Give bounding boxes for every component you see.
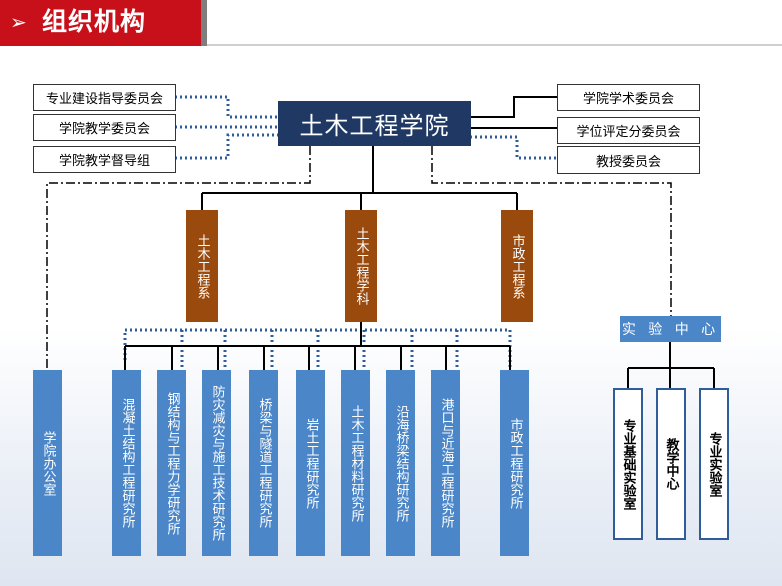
top-unit-school: 土木工程学院 [278,101,471,146]
header-divider [207,44,782,46]
institute-municipal-engineering: 市政工程研究所 [500,370,529,556]
committee-right-2: 学位评定分委员会 [557,117,700,144]
lab-professional: 专业实验室 [699,388,729,540]
lab-center: 实 验 中 心 [620,316,721,342]
institute-coastal-bridge-structures: 沿海桥梁结构研究所 [386,370,415,556]
section-title: 组织机构 [42,7,147,36]
institute-concrete-structures: 混凝土结构工程研究所 [112,370,141,556]
institute-civil-materials: 土木工程材料研究所 [341,370,370,556]
institute-disaster-prevention-construction: 防灾减灾与施工技术研究所 [202,370,231,556]
committee-left-3: 学院教学督导组 [33,146,176,173]
institute-bridge-tunnel: 桥梁与隧道工程研究所 [249,370,278,556]
discipline-civil-engineering: 土木工程学科 [345,210,377,322]
institute-geotechnical: 岩土工程研究所 [296,370,325,556]
institute-steel-structures-mechanics: 钢结构与工程力学研究所 [157,370,186,556]
department-civil-engineering: 土木工程系 [186,210,218,322]
lab-teaching-center: 教学中心 [656,388,686,540]
committee-left-1: 专业建设指导委员会 [33,84,176,111]
arrow-icon: ➢ [10,10,27,34]
department-municipal-engineering: 市政工程系 [501,210,533,322]
section-header: ➢ 组织机构 [0,0,207,46]
committee-right-3: 教授委员会 [557,146,700,174]
college-office: 学院办公室 [33,370,62,556]
committee-right-1: 学院学术委员会 [557,84,700,111]
committee-left-2: 学院教学委员会 [33,114,176,141]
institute-port-offshore: 港口与近海工程研究所 [431,370,460,556]
lab-professional-basics: 专业基础实验室 [613,388,643,540]
